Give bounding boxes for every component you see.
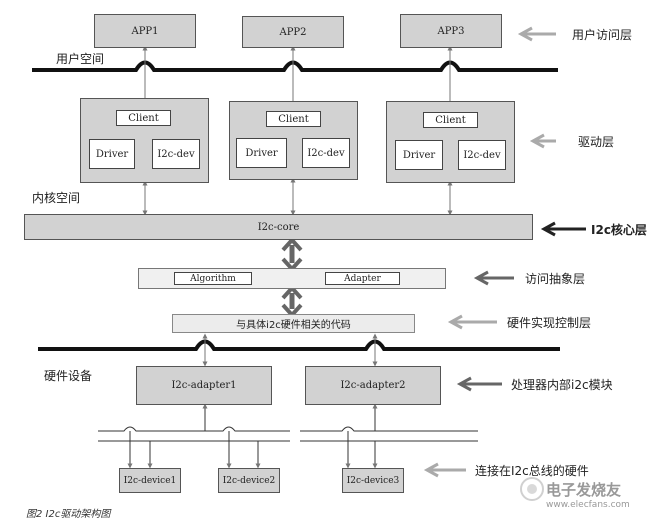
arrow-cpu-module xyxy=(456,376,502,392)
algorithm-hwcode-double-arrow xyxy=(281,285,303,318)
figure-caption: 图2 I2c驱动架构图 xyxy=(26,509,111,520)
device1-box: I2c-device1 xyxy=(119,468,181,493)
device2-label: I2c-device2 xyxy=(222,475,276,486)
driver-box-3: Driver xyxy=(395,140,443,170)
device2-box: I2c-device2 xyxy=(218,468,280,493)
i2c-dev-label-2: I2c-dev xyxy=(307,147,345,159)
driver-box-1: Driver xyxy=(89,139,135,169)
core-algorithm-double-arrow xyxy=(281,237,303,272)
arrow-driver xyxy=(529,133,556,149)
i2c-dev-box-2: I2c-dev xyxy=(302,138,350,168)
hardware-label: 硬件设备 xyxy=(44,369,93,383)
watermark-logo xyxy=(520,477,544,501)
i2c-bus-2 xyxy=(300,403,478,469)
hw-code-box: 与具体i2c硬件相关的代码 xyxy=(172,314,415,333)
device1-label: I2c-device1 xyxy=(123,475,177,486)
adapter1-box: I2c-adapter1 xyxy=(136,366,272,405)
i2c-bus-1 xyxy=(98,403,290,469)
client-box-3: Client xyxy=(423,112,478,128)
layer-cpu-module: 处理器内部i2c模块 xyxy=(511,378,613,392)
adapter2-box: I2c-adapter2 xyxy=(305,366,441,405)
driver-label-2: Driver xyxy=(245,147,278,159)
adapter2-label: I2c-adapter2 xyxy=(340,380,406,391)
algorithm-box: Algorithm xyxy=(174,272,252,285)
client-box-1: Client xyxy=(116,110,171,126)
arrow-access-abstract xyxy=(473,270,514,286)
client-label-3: Client xyxy=(435,114,466,126)
user-space-bus xyxy=(32,60,558,72)
algorithm-label: Algorithm xyxy=(190,273,236,284)
device3-label: I2c-device3 xyxy=(346,475,400,486)
kernel-space-label: 内核空间 xyxy=(32,191,81,205)
app3-box: APP3 xyxy=(400,14,502,48)
watermark-url: www.elecfans.com xyxy=(546,500,630,510)
adapter-label: Adapter xyxy=(344,273,381,284)
user-space-label: 用户空间 xyxy=(56,52,105,66)
driver-box-2: Driver xyxy=(236,138,287,168)
app3-label: APP3 xyxy=(437,25,465,37)
app2-box: APP2 xyxy=(242,16,344,48)
i2c-dev-box-1: I2c-dev xyxy=(152,139,200,169)
app2-label: APP2 xyxy=(279,26,307,38)
app1-box: APP1 xyxy=(94,14,196,48)
i2c-dev-box-3: I2c-dev xyxy=(458,140,506,170)
i2c-dev-label-3: I2c-dev xyxy=(463,149,501,161)
hw-code-label: 与具体i2c硬件相关的代码 xyxy=(236,320,351,331)
device3-box: I2c-device3 xyxy=(342,468,404,493)
i2c-core-label: I2c-core xyxy=(257,221,300,233)
arrow-user-access xyxy=(517,26,556,42)
layer-bus-hw: 连接在I2c总线的硬件 xyxy=(475,464,589,478)
layer-user-access: 用户访问层 xyxy=(572,28,633,42)
arrow-bus-hw xyxy=(423,462,466,478)
arrow-hw-control xyxy=(447,314,497,330)
layer-access-abstract: 访问抽象层 xyxy=(525,272,586,286)
i2c-dev-label-1: I2c-dev xyxy=(157,148,195,160)
layer-hw-control: 硬件实现控制层 xyxy=(507,316,592,330)
client-label-2: Client xyxy=(278,113,309,125)
client-label-1: Client xyxy=(128,112,159,124)
driver-label-3: Driver xyxy=(402,149,436,161)
adapter1-label: I2c-adapter1 xyxy=(171,380,237,391)
hardware-bus xyxy=(38,339,560,351)
arrow-core xyxy=(540,221,586,237)
adapter-box: Adapter xyxy=(325,272,400,285)
driver-label-1: Driver xyxy=(95,148,129,160)
layer-core: I2c核心层 xyxy=(591,223,647,237)
i2c-core-box: I2c-core xyxy=(24,214,533,240)
app1-label: APP1 xyxy=(131,25,159,37)
client-box-2: Client xyxy=(266,111,321,127)
watermark-text: 电子发烧友 xyxy=(546,481,622,499)
layer-driver: 驱动层 xyxy=(578,135,615,149)
